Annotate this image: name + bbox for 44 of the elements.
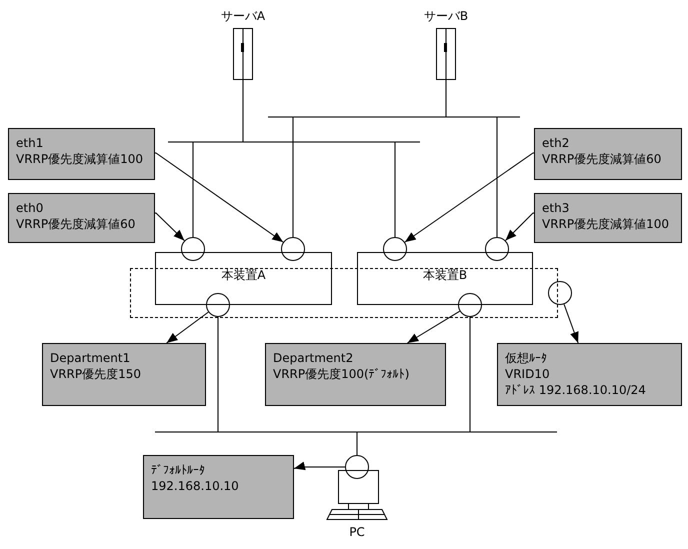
- callout-text: Department1: [50, 350, 130, 366]
- callout-text: Department2: [273, 350, 354, 366]
- callout-box: [42, 343, 206, 406]
- callout-text: VRRP優先度150: [50, 366, 142, 382]
- callout-box: [143, 455, 294, 519]
- callout-text: eth3: [542, 200, 570, 216]
- device-label: 本装置A: [221, 267, 266, 283]
- callout-box: [534, 193, 682, 243]
- callout-text: VRRP優先度減算値60: [16, 216, 136, 232]
- callout-text: 仮想ﾙｰﾀ: [505, 350, 547, 366]
- callout-box: [534, 128, 682, 180]
- callout-text: eth2: [542, 135, 570, 151]
- network-line: [446, 80, 498, 238]
- server-label: サーバA: [220, 8, 266, 24]
- callout-box: [265, 343, 446, 406]
- leader-arrow: [406, 310, 460, 344]
- leader-arrow: [166, 312, 209, 344]
- leader-arrow: [154, 212, 185, 242]
- callout-text: ﾃﾞﾌｫﾙﾄﾙｰﾀ: [151, 462, 205, 478]
- callout-text: VRID10: [505, 366, 550, 382]
- callout-text: ｱﾄﾞﾚｽ 192.168.10.10/24: [505, 382, 646, 398]
- leader-arrow: [154, 152, 284, 243]
- server-label: サーバB: [424, 8, 468, 24]
- leader-arrow: [404, 152, 534, 243]
- callout-box: [8, 193, 155, 243]
- pc-label: PC: [349, 524, 365, 540]
- callout-box: [8, 128, 155, 180]
- callout-box: [497, 343, 682, 406]
- callout-text: 192.168.10.10: [151, 478, 239, 494]
- callout-text: VRRP優先度減算値60: [542, 151, 662, 167]
- leader-arrow: [504, 212, 534, 242]
- device-box: [357, 252, 533, 305]
- network-line: [356, 316, 470, 456]
- callout-text: VRRP優先度100(ﾃﾞﾌｫﾙﾄ): [273, 366, 410, 382]
- device-label: 本装置B: [422, 267, 468, 283]
- callout-text: eth1: [16, 135, 44, 151]
- leader-arrow: [564, 304, 579, 344]
- leader-arrow: [294, 462, 346, 470]
- callout-text: eth0: [16, 200, 44, 216]
- network-line: [242, 80, 396, 238]
- virtual-router-group: [130, 268, 558, 318]
- callout-text: VRRP優先度減算値100: [542, 216, 670, 232]
- device-box: [155, 252, 332, 305]
- callout-text: VRRP優先度減算値100: [16, 151, 144, 167]
